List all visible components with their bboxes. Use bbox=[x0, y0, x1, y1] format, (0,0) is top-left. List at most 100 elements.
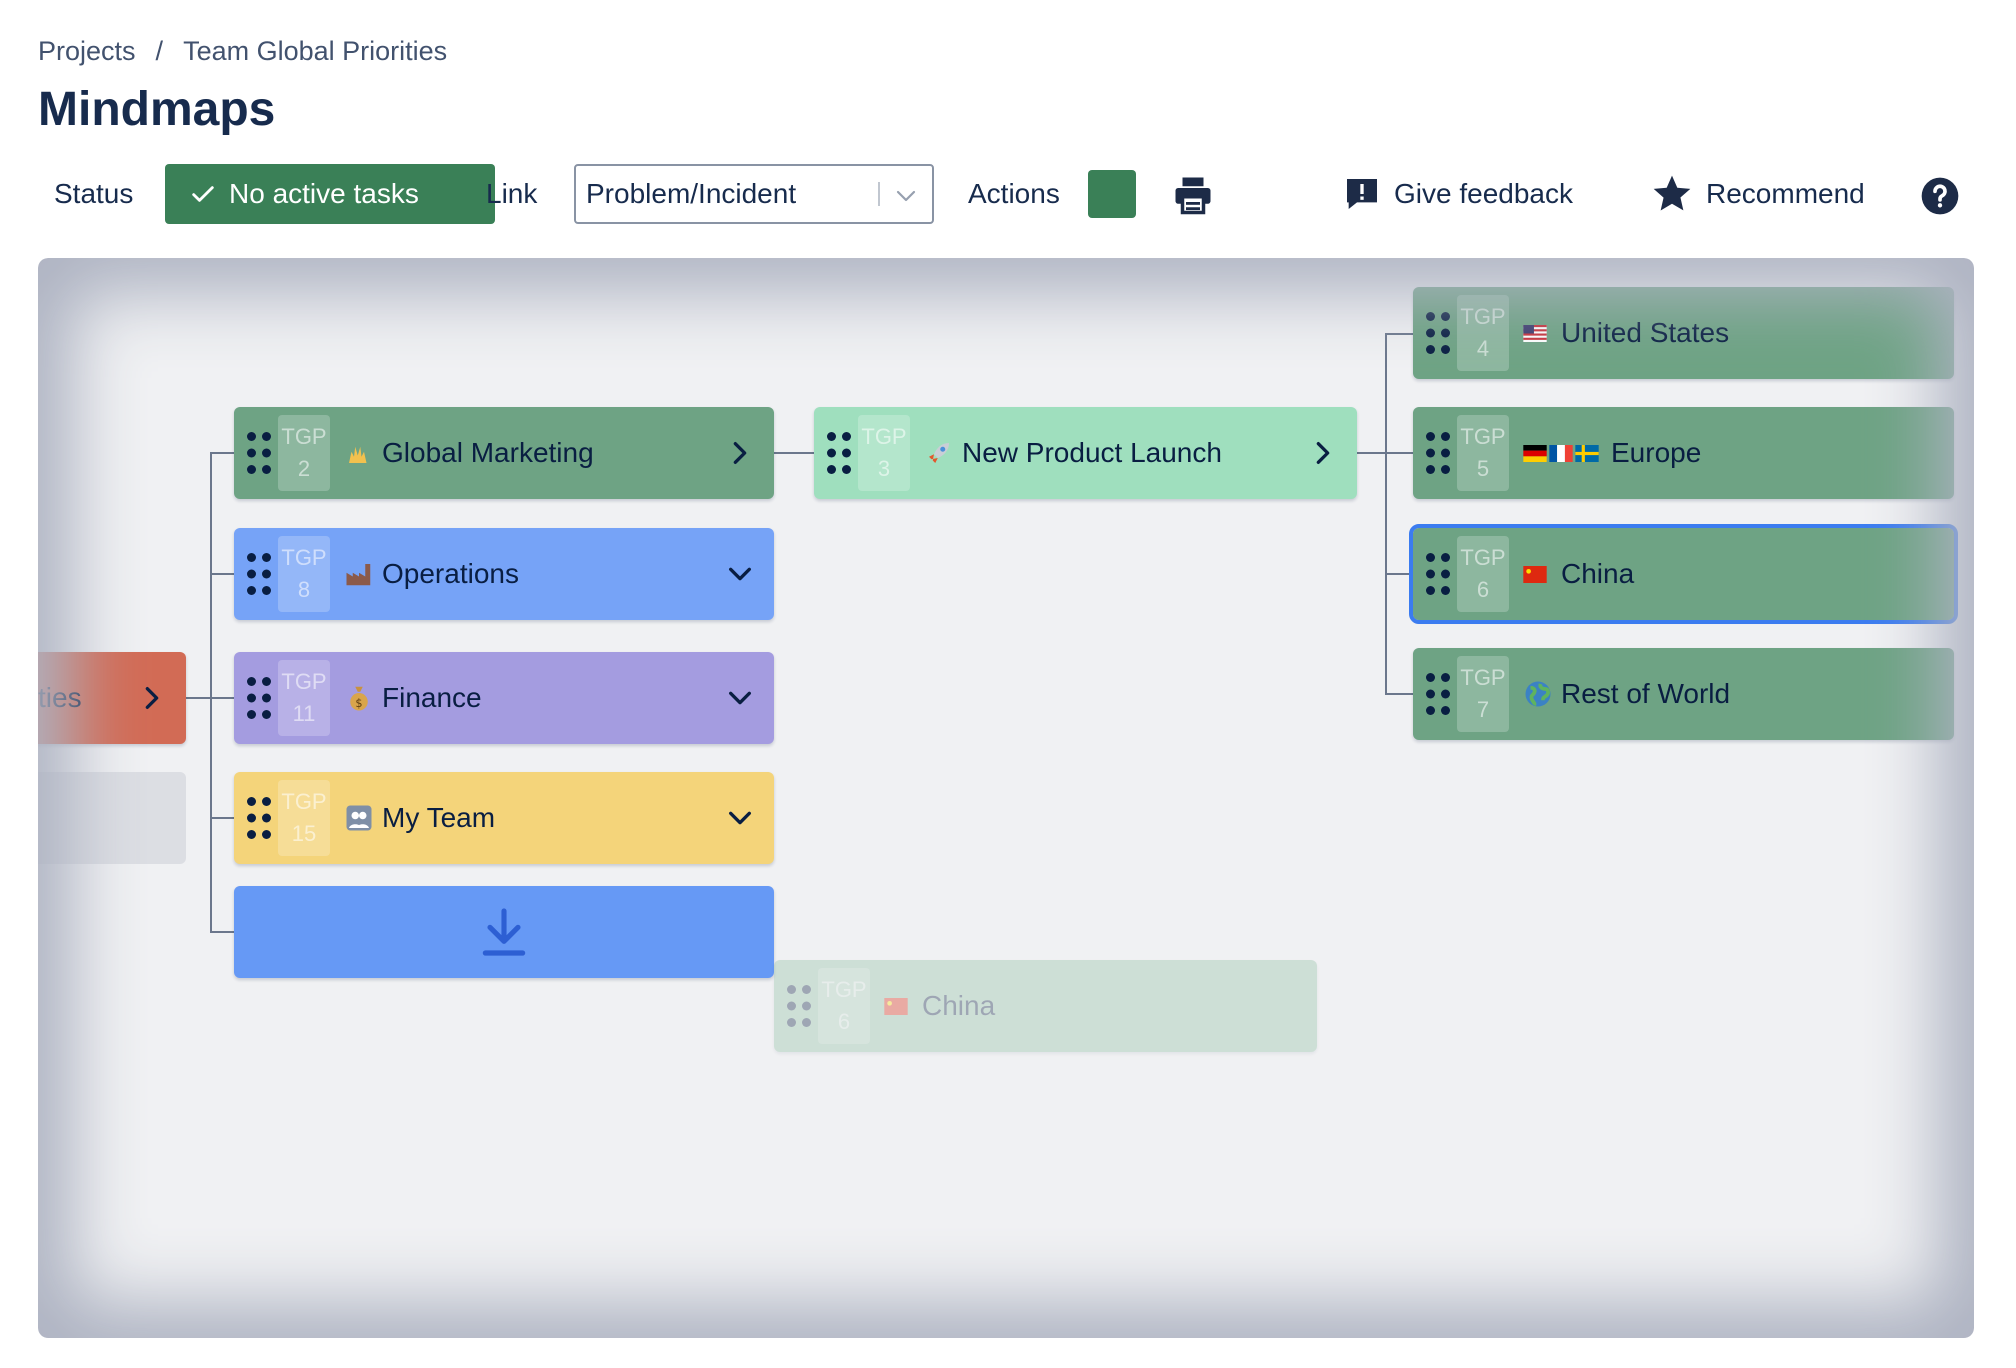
sibling-placeholder-node[interactable] bbox=[38, 772, 186, 864]
drag-handle-icon[interactable] bbox=[244, 429, 274, 477]
chevron-right-icon[interactable] bbox=[1309, 439, 1337, 467]
give-feedback-button[interactable]: Give feedback bbox=[1342, 164, 1573, 224]
node-label: China bbox=[922, 990, 996, 1021]
page-title: Mindmaps bbox=[38, 83, 276, 136]
status-button-label: No active tasks bbox=[229, 178, 419, 209]
help-icon[interactable] bbox=[1920, 176, 1960, 216]
recommend-button[interactable]: Recommend bbox=[1650, 164, 1865, 224]
breadcrumb-projects-link[interactable]: Projects bbox=[38, 36, 136, 66]
breadcrumb-current-link[interactable]: Team Global Priorities bbox=[183, 36, 448, 66]
node-label: United States bbox=[1561, 317, 1730, 348]
drag-handle-icon[interactable] bbox=[1423, 550, 1453, 598]
chevron-down-icon[interactable] bbox=[726, 804, 754, 832]
root-node-label: ties bbox=[38, 682, 82, 713]
drag-handle-icon[interactable] bbox=[244, 674, 274, 722]
chevron-right-icon[interactable] bbox=[726, 439, 754, 467]
node-label: Europe bbox=[1611, 437, 1702, 468]
flag-de-fr-se-icon bbox=[1523, 438, 1603, 468]
drag-handle-icon[interactable] bbox=[1423, 670, 1453, 718]
node-label: Global Marketing bbox=[382, 437, 594, 468]
drag-handle-icon[interactable] bbox=[1423, 309, 1453, 357]
svg-text:$: $ bbox=[355, 697, 362, 710]
link-type-select[interactable]: Problem/Incident bbox=[574, 164, 934, 224]
connector-trunk bbox=[210, 452, 212, 932]
star-icon bbox=[1653, 175, 1691, 211]
feedback-icon bbox=[1347, 179, 1377, 209]
connector-leaf-3 bbox=[1385, 573, 1413, 575]
drag-handle-icon bbox=[787, 985, 811, 1027]
node-label: New Product Launch bbox=[962, 437, 1222, 468]
connector-child-1 bbox=[210, 452, 234, 454]
toolbar: Status No active tasks Link Problem/Inci… bbox=[38, 164, 1978, 224]
status-button[interactable]: No active tasks bbox=[165, 164, 495, 224]
chevron-right-icon[interactable] bbox=[138, 684, 166, 712]
money-bag-icon: $ bbox=[344, 683, 374, 713]
status-label: Status bbox=[54, 178, 134, 209]
connector-leaf-1 bbox=[1385, 333, 1413, 335]
connector-marketing-launch bbox=[774, 452, 822, 454]
connector-leaf-4 bbox=[1385, 693, 1413, 695]
flag-cn-icon bbox=[884, 991, 914, 1021]
connector-drop bbox=[210, 931, 234, 933]
connector-child-3 bbox=[210, 697, 234, 699]
arrow-down-to-line-icon bbox=[482, 908, 526, 956]
chevron-down-icon[interactable] bbox=[726, 684, 754, 712]
node-label: China bbox=[1561, 558, 1635, 589]
drag-handle-icon[interactable] bbox=[244, 550, 274, 598]
rocket-icon bbox=[924, 438, 954, 468]
drag-handle-icon[interactable] bbox=[1423, 429, 1453, 477]
action-color-swatch[interactable] bbox=[1088, 170, 1136, 218]
node-label: Finance bbox=[382, 682, 482, 713]
flag-cn-icon bbox=[1523, 559, 1553, 589]
node-label: Rest of World bbox=[1561, 678, 1731, 709]
connector-child-4 bbox=[210, 817, 234, 819]
chevron-down-icon[interactable] bbox=[726, 560, 754, 588]
root-node[interactable]: ties bbox=[38, 652, 186, 744]
connector-launch bbox=[1357, 452, 1387, 454]
drag-handle-icon[interactable] bbox=[244, 794, 274, 842]
select-separator bbox=[878, 182, 880, 206]
connector-root bbox=[186, 697, 212, 699]
node-label: Operations bbox=[382, 558, 519, 589]
recommend-label: Recommend bbox=[1706, 178, 1865, 209]
connector-leaf-2 bbox=[1385, 452, 1413, 454]
connector-leaf-trunk bbox=[1385, 333, 1387, 695]
drop-target-zone[interactable] bbox=[234, 886, 774, 978]
chevron-down-icon bbox=[896, 190, 916, 202]
globe-icon bbox=[1523, 679, 1553, 709]
link-type-value: Problem/Incident bbox=[586, 178, 797, 209]
factory-icon bbox=[344, 559, 374, 589]
breadcrumb-separator: / bbox=[155, 36, 164, 66]
breadcrumb: Projects / Team Global Priorities bbox=[38, 36, 447, 67]
flag-us-icon bbox=[1523, 318, 1553, 348]
link-label: Link bbox=[486, 178, 538, 209]
drag-handle-icon[interactable] bbox=[824, 429, 854, 477]
node-label: My Team bbox=[382, 802, 496, 833]
give-feedback-label: Give feedback bbox=[1394, 178, 1573, 209]
print-icon[interactable] bbox=[1172, 174, 1214, 216]
check-icon bbox=[192, 186, 214, 202]
raising-hands-icon bbox=[344, 438, 374, 468]
connector-child-2 bbox=[210, 573, 234, 575]
